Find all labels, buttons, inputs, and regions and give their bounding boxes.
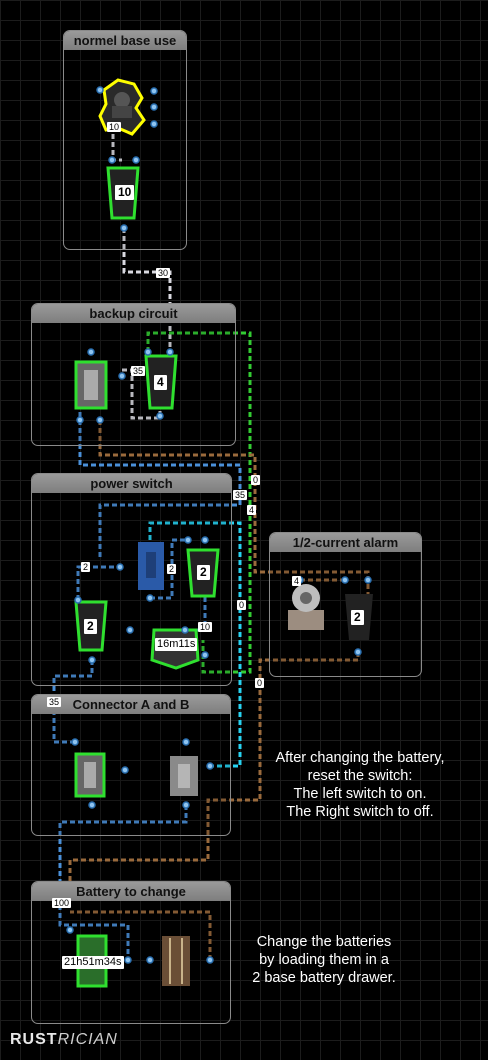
wire-label: 2 (167, 564, 177, 574)
logo-thin: RICIAN (57, 1031, 118, 1048)
note-line: Change the batteries (256, 934, 392, 950)
wire-label: 100 (52, 898, 72, 908)
wire-blue-2a (76, 565, 120, 600)
wire-label: 4 (292, 576, 302, 586)
note-line: reset the switch: (307, 768, 413, 784)
wire-blue-bat (58, 905, 130, 960)
wire-label: 0 (255, 678, 265, 688)
wire-label: 10 (107, 122, 122, 132)
group-title: normel base use (64, 31, 186, 50)
branch-value: 4 (154, 375, 167, 390)
wire-label: 4 (247, 505, 257, 515)
group-connector-ab: Connector A and B (31, 694, 231, 836)
battery-time-value: 21h51m34s (62, 956, 124, 969)
note-line: The left switch to on. (293, 786, 427, 802)
wire-label: 30 (156, 268, 171, 278)
timer-value: 16m11s (155, 638, 198, 651)
wire-label: 35 (131, 366, 146, 376)
wire-green-loop (146, 331, 252, 674)
branch-value: 10 (115, 185, 135, 200)
wire-label: 0 (237, 600, 247, 610)
group-title: power switch (32, 474, 231, 493)
note-line: 2 base battery drawer. (252, 970, 396, 986)
note-line: The Right switch to off. (286, 804, 434, 820)
wire-label: 0 (251, 475, 261, 485)
group-title: Connector A and B (32, 695, 230, 714)
rustrician-logo: RUSTRICIAN (10, 1031, 118, 1049)
branch-value: 2 (351, 610, 364, 625)
switch-reset-note: After changing the battery, reset the sw… (255, 749, 465, 821)
group-title: 1/2-current alarm (270, 533, 421, 552)
wire-label: 10 (198, 622, 213, 632)
group-title: Battery to change (32, 882, 230, 901)
logo-bold: RUST (10, 1031, 58, 1048)
wire-label: 35 (47, 697, 62, 707)
group-half-current-alarm: 1/2-current alarm (269, 532, 422, 677)
group-battery-to-change: Battery to change (31, 881, 231, 1024)
group-normal-base-use: normel base use (63, 30, 187, 250)
branch-value: 2 (84, 619, 97, 634)
wire-brown-c (68, 652, 360, 900)
note-line: After changing the battery, (275, 750, 445, 766)
wire-blue-mid (52, 660, 94, 744)
wire-label: 2 (81, 562, 91, 572)
note-line: by loading them in a (259, 952, 389, 968)
wire-brown-d (70, 910, 212, 960)
wire-label: 35 (233, 490, 248, 500)
branch-value: 2 (197, 565, 210, 580)
battery-change-note: Change the batteries by loading them in … (230, 933, 418, 987)
wire-blue-backup-down (78, 412, 242, 560)
group-title: backup circuit (32, 304, 235, 323)
